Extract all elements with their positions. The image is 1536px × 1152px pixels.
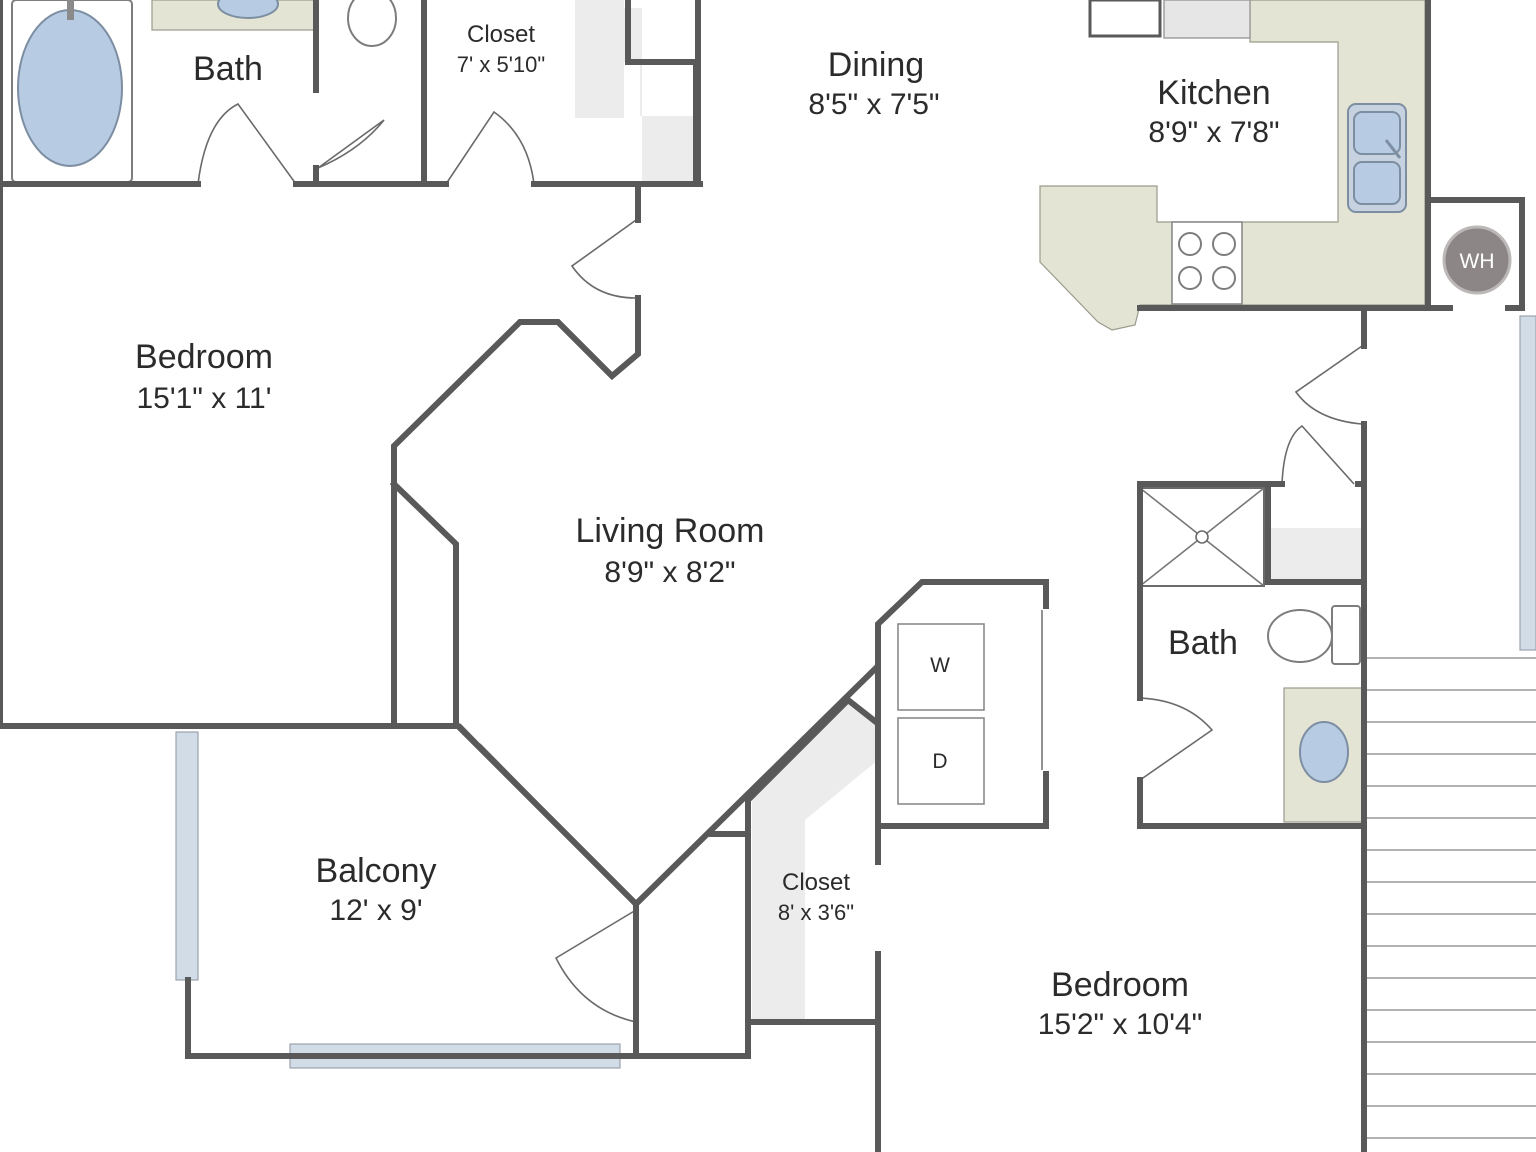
bathtub [11, 0, 133, 183]
toilet-bath-top [347, 0, 397, 47]
bath-right-name: Bath [1168, 624, 1238, 662]
sink-bath-right [1299, 721, 1349, 783]
water-heater-icon [1442, 225, 1512, 295]
toilet-bath-right [1267, 609, 1333, 663]
closet-shelving [575, 0, 1362, 1020]
balcony-name: Balcony [316, 852, 437, 890]
dryer-box [897, 717, 985, 805]
closet-bottom-dims: 8' x 3'6" [778, 900, 854, 925]
shower [1139, 487, 1265, 587]
washer-dryer [897, 623, 985, 805]
closet-top-dims: 7' x 5'10" [457, 52, 545, 77]
window-right [1519, 315, 1536, 651]
water-heater-label: WH [1460, 250, 1495, 273]
kitchen-sink [1347, 103, 1407, 213]
balcony-dims: 12' x 9' [329, 894, 422, 927]
refrigerator [1163, 0, 1251, 39]
dryer-label: D [932, 750, 947, 773]
closet-bottom-name: Closet [782, 869, 850, 896]
washer-label: W [930, 654, 950, 677]
stairs [1366, 657, 1536, 1139]
stove [1171, 221, 1243, 305]
dining-dims: 8'5" x 7'5" [808, 88, 939, 121]
sink-bath-top [217, 0, 279, 19]
living-room-dims: 8'9" x 8'2" [604, 556, 735, 589]
bedroom-left-name: Bedroom [135, 338, 273, 376]
living-room-name: Living Room [576, 512, 765, 550]
dining-name: Dining [828, 46, 924, 84]
bedroom-right-name: Bedroom [1051, 966, 1189, 1004]
bedroom-left-dims: 15'1" x 11' [137, 382, 272, 415]
washer-box [897, 623, 985, 711]
window-balcony-left [175, 731, 199, 981]
closet-top-name: Closet [467, 21, 535, 48]
pantry-box [1088, 0, 1162, 38]
kitchen-name: Kitchen [1157, 74, 1270, 112]
toilet-tank-right [1331, 605, 1361, 665]
bath-top-name: Bath [193, 50, 263, 88]
kitchen-dims: 8'9" x 7'8" [1148, 116, 1279, 149]
bedroom-right-dims: 15'2" x 10'4" [1038, 1008, 1203, 1041]
